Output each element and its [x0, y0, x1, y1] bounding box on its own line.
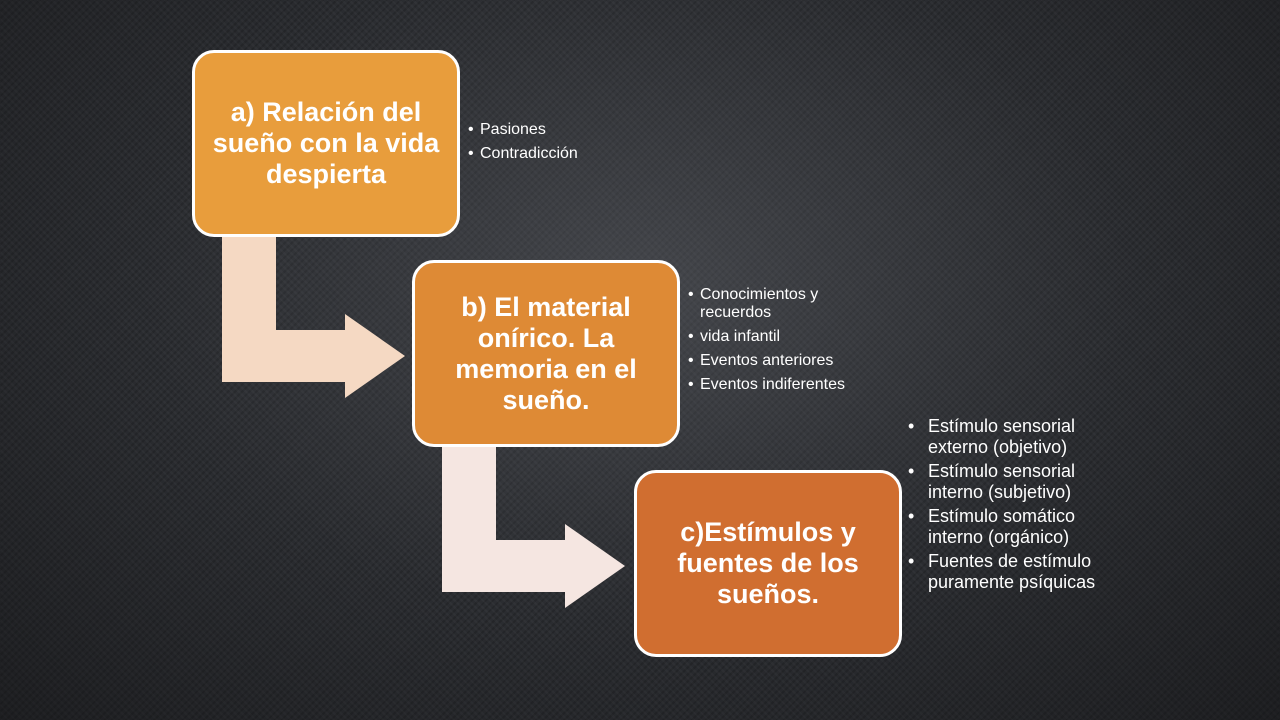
list-item: Contradicción [468, 145, 618, 163]
step-title-c: c)Estímulos y fuentes de los sueños. [677, 517, 859, 609]
list-item: Conocimientos y recuerdos [688, 286, 878, 322]
bent-arrow-a-to-b [222, 236, 405, 398]
step-list-b: Conocimientos y recuerdos vida infantil … [688, 286, 878, 400]
list-item: Pasiones [468, 121, 618, 139]
list-item: Eventos indiferentes [688, 376, 878, 394]
step-box-c: c)Estímulos y fuentes de los sueños. [634, 470, 902, 657]
step-title-b: b) El material onírico. La memoria en el… [455, 291, 637, 415]
step-list-a: Pasiones Contradicción [468, 121, 618, 169]
bent-arrow-b-to-c [442, 446, 625, 608]
list-item: Estímulo somático interno (orgánico) [906, 506, 1096, 548]
list-item: Estímulo sensorial externo (objetivo) [906, 416, 1096, 458]
step-title-a: a) Relación del sueño con la vida despie… [212, 97, 440, 189]
list-item: Fuentes de estímulo puramente psíquicas [906, 551, 1096, 593]
list-item: Eventos anteriores [688, 352, 878, 370]
list-item: Estímulo sensorial interno (subjetivo) [906, 461, 1096, 503]
list-item: vida infantil [688, 328, 878, 346]
step-list-c: Estímulo sensorial externo (objetivo) Es… [906, 416, 1096, 596]
step-box-a: a) Relación del sueño con la vida despie… [192, 50, 460, 237]
step-box-b: b) El material onírico. La memoria en el… [412, 260, 680, 447]
